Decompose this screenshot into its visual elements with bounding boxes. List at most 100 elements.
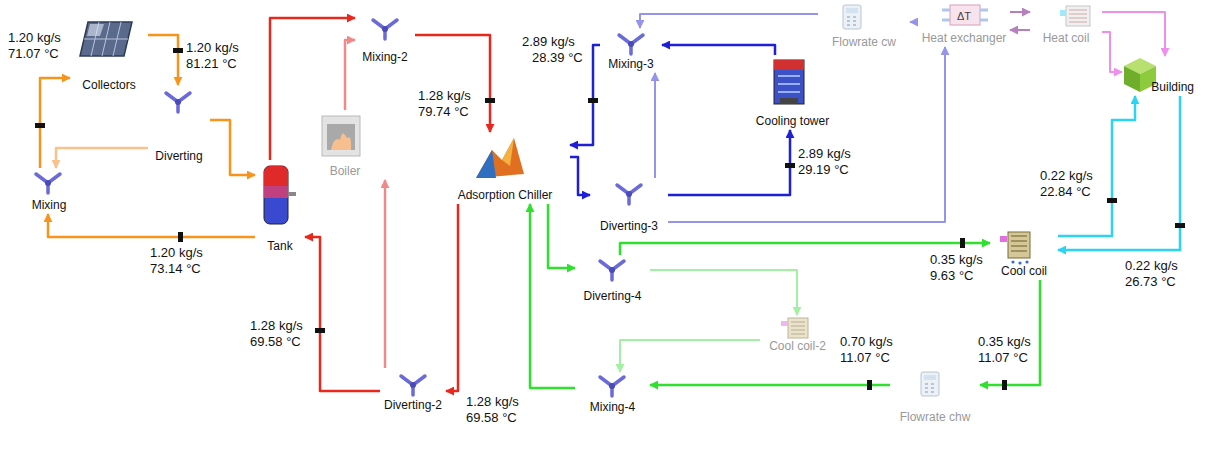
component-node: Diverting-3 xyxy=(590,178,668,235)
heat-exchanger-icon xyxy=(942,5,988,25)
component-name: Diverting xyxy=(155,149,202,163)
flow-marker xyxy=(35,48,1185,390)
component-node: Cooling tower xyxy=(745,55,840,130)
cooling-tower-icon xyxy=(774,60,804,104)
boiler-icon xyxy=(322,116,360,156)
pipe-connector xyxy=(1010,29,1030,31)
tee-icon xyxy=(617,185,641,204)
cool-coil-icon xyxy=(1008,232,1030,258)
component-name: Diverting-4 xyxy=(583,289,641,303)
component-name: Cooling tower xyxy=(756,114,829,128)
pipe-connector xyxy=(1010,11,1030,13)
flow-marker xyxy=(785,163,795,168)
pipe-connector xyxy=(1102,12,1165,56)
component-name: Mixing-3 xyxy=(608,57,653,71)
component-name: Cool coil-2 xyxy=(769,339,826,353)
storage-tank-icon xyxy=(264,186,288,198)
pipe-connector xyxy=(305,237,380,391)
component-node: Mixing-3 xyxy=(600,28,662,73)
cooling-tower-icon xyxy=(774,60,804,104)
solar-collector-icon xyxy=(87,24,104,36)
pipe-connector xyxy=(270,18,355,160)
stream-value: 69.58 °C xyxy=(466,410,517,426)
stream-value: 1.20 kg/s xyxy=(8,30,61,46)
storage-tank-icon xyxy=(264,166,288,224)
stream-value: 29.19 °C xyxy=(798,162,849,178)
stream-value: 1.28 kg/s xyxy=(466,394,519,410)
component-name: Flowrate chw xyxy=(900,410,971,424)
component-node: Cool coil-2 xyxy=(760,315,835,355)
stream-value: 1.20 kg/s xyxy=(150,245,203,261)
component-name: Mixing-4 xyxy=(590,400,635,414)
heat-coil-icon xyxy=(1069,10,1087,22)
stream-value: 79.74 °C xyxy=(418,104,469,120)
pipe-connector xyxy=(668,47,945,222)
stream-value: 0.22 kg/s xyxy=(1040,168,1093,184)
component-name: Adsorption Chiller xyxy=(458,188,553,202)
pipe-connector xyxy=(650,270,797,315)
pipe-connector xyxy=(148,35,178,85)
cool-coil-icon xyxy=(788,318,808,338)
cool-coil-icon xyxy=(1000,232,1030,265)
component-node: Flowrate cw xyxy=(818,3,910,51)
tee-icon xyxy=(619,35,643,54)
component-node: Mixing-2 xyxy=(355,10,415,66)
cooling-tower-icon xyxy=(780,98,798,104)
component-node: Heat coil xyxy=(1030,3,1102,47)
component-node: Diverting-2 xyxy=(380,368,446,414)
component-node: Heat exchanger xyxy=(918,3,1010,47)
chiller-icon xyxy=(502,138,514,166)
flow-marker xyxy=(485,98,495,103)
stream-value: 2.89 kg/s xyxy=(522,34,575,50)
pipe-connector xyxy=(1102,32,1122,72)
stream-value: 9.63 °C xyxy=(930,268,974,284)
chiller-icon xyxy=(476,150,496,178)
heat-coil-icon xyxy=(1060,6,1090,26)
pipe-connector xyxy=(345,40,355,110)
boiler-icon xyxy=(322,116,360,156)
pipe-connector xyxy=(210,120,255,175)
component-node: Tank xyxy=(255,160,305,255)
component-name: Mixing xyxy=(32,198,67,212)
tee-icon xyxy=(36,174,60,193)
component-node: Mixing xyxy=(18,168,80,214)
component-node: Boiler xyxy=(300,110,390,180)
stream-value: 73.14 °C xyxy=(150,261,201,277)
flow-marker xyxy=(1175,223,1185,228)
cool-coil-icon xyxy=(1011,236,1027,251)
pipe-connector xyxy=(530,204,575,388)
stream-value: 0.22 kg/s xyxy=(1125,258,1178,274)
cool-coil-icon xyxy=(791,322,805,334)
stream-value: 1.28 kg/s xyxy=(250,318,303,334)
component-name: Collectors xyxy=(82,78,135,92)
tee-icon xyxy=(600,377,624,396)
stream-value: 22.84 °C xyxy=(1040,184,1091,200)
heat-exchanger-icon xyxy=(950,5,980,25)
flow-marker xyxy=(173,48,183,53)
component-node: Building xyxy=(1122,56,1196,96)
pipe-connector xyxy=(415,35,490,132)
tee-icon xyxy=(36,20,643,396)
chiller-icon xyxy=(476,138,524,178)
pipe-connector xyxy=(668,130,790,195)
pipe-connector xyxy=(620,340,760,372)
cooling-tower-icon xyxy=(774,60,804,70)
component-node: Mixing-4 xyxy=(575,372,650,416)
stream-value: 1.28 kg/s xyxy=(418,88,471,104)
heat-coil-icon xyxy=(1066,6,1090,26)
stream-value: 1.20 kg/s xyxy=(186,40,239,56)
calculator-icon xyxy=(921,372,939,396)
component-name: Flowrate cw xyxy=(832,35,896,49)
calculator-icon xyxy=(843,5,861,29)
stream-value: 26.73 °C xyxy=(1125,274,1176,290)
flow-marker xyxy=(867,380,872,390)
solar-collector-icon xyxy=(80,22,132,56)
building-icon xyxy=(1124,66,1140,92)
component-node: Cool coil xyxy=(990,228,1058,280)
pipe-connector xyxy=(548,204,575,268)
icon-symbol: ΔT xyxy=(957,8,971,24)
building-icon xyxy=(1124,58,1156,92)
calculator-icon xyxy=(847,17,856,25)
tee-icon xyxy=(401,376,425,395)
pipe-connector xyxy=(910,21,918,23)
